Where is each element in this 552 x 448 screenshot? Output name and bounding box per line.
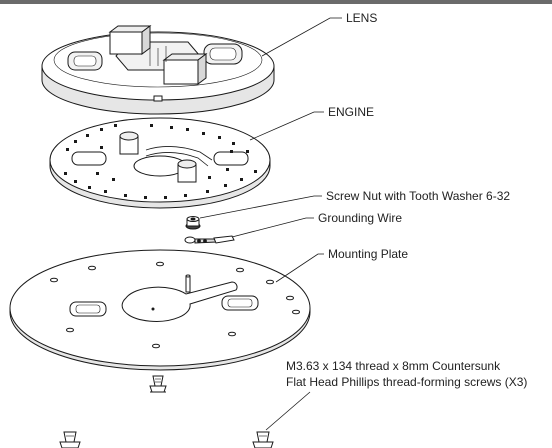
mounting-plate-label: Mounting Plate [328, 247, 408, 261]
lens-part [41, 25, 275, 115]
screws-label-line1: M3.63 x 134 thread x 8mm Countersunk [286, 359, 501, 373]
lens-leader-line [261, 17, 342, 57]
screws-label-line2: Flat Head Phillips thread-forming screws… [286, 375, 527, 389]
grounding-wire-part [184, 235, 235, 244]
mounting-plate-leader-line [275, 253, 324, 283]
screw-nut-label: Screw Nut with Tooth Washer 6-32 [326, 189, 510, 203]
screw-part-1 [149, 375, 167, 393]
engine-label: ENGINE [328, 105, 374, 119]
grounding-wire-leader-line [231, 217, 314, 238]
header-bar [0, 0, 552, 4]
lens-label: LENS [346, 11, 377, 25]
screw-nut-leader-line [199, 195, 322, 219]
mounting-plate-part [9, 249, 311, 371]
engine-leader-line [249, 111, 324, 141]
screws-leader-line [265, 391, 311, 431]
screw-part-3 [252, 431, 274, 448]
screw-nut-part [185, 216, 201, 230]
grounding-wire-label: Grounding Wire [318, 211, 402, 225]
screw-part-2 [59, 431, 81, 448]
engine-part [49, 117, 271, 209]
